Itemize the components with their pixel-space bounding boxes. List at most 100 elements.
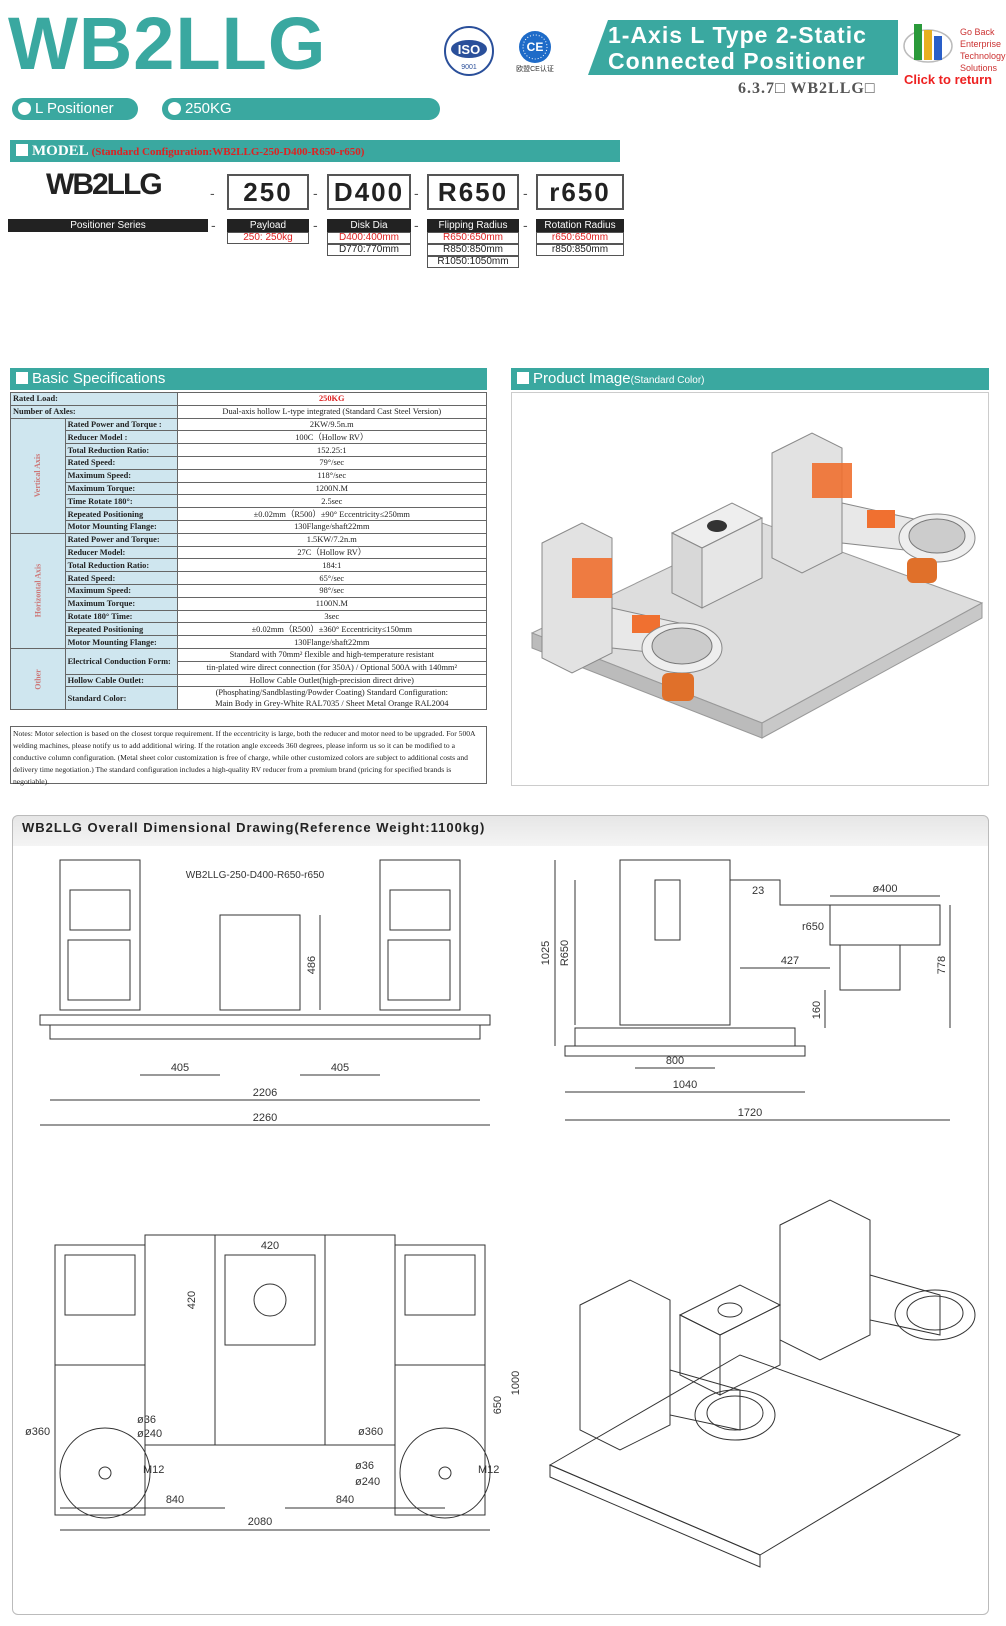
svg-text:CE: CE [527,40,544,54]
table-row: Number of Axles: Dual-axis hollow L-type… [10,404,488,419]
square-icon [517,372,529,384]
table-row: Maximum Torque:1100N.M [11,596,488,611]
product-subcode: 6.3.7□ WB2LLG□ [738,80,876,97]
svg-text:欧盟CE认证: 欧盟CE认证 [516,64,554,73]
table-row: Repeated Positioning±0.02mm（R500）±360° E… [11,622,488,637]
specs-section-header: Basic Specifications [10,368,487,390]
option-item: D400:400mm [327,232,411,244]
option-item: r650:650mm [536,232,624,244]
bullet-icon [168,102,181,115]
table-row: Total Reduction Ratio:184:1 [11,558,488,573]
table-row: Motor Mounting Flange:130Flange/shaft22m… [11,519,488,534]
svg-text:1720: 1720 [738,1107,762,1119]
square-icon [16,144,28,156]
table-row: Reducer Model :100C（Hollow RV） [11,430,488,445]
side-view-drawing: ø400 23 r650 1025 R650 427 778 160 800 1… [540,859,951,1121]
svg-text:23: 23 [752,885,764,897]
code-disk-dia: D400 [327,174,411,210]
svg-text:r650: r650 [802,921,824,933]
table-row: Reducer Model:27C（Hollow RV） [11,545,488,560]
svg-text:778: 778 [936,956,948,974]
model-name: WB2LLG [46,168,163,201]
page-title: WB2LLG [8,2,327,85]
table-row: Rotate 180° Time:3sec [11,609,488,624]
table-row: Rated Speed:65°/sec [11,571,488,585]
positioner-render-icon [530,432,984,739]
svg-text:405: 405 [331,1062,349,1074]
bullet-icon [18,102,31,115]
pill-payload: 250KG [162,98,440,120]
svg-text:2260: 2260 [253,1112,277,1124]
svg-text:840: 840 [336,1494,354,1506]
svg-text:427: 427 [781,955,799,967]
go-back-link[interactable]: Go Back Enterprise Technology Solutions … [900,12,1006,92]
standard-config: (Standard Configuration:WB2LLG-250-D400-… [91,146,365,158]
svg-text:ø360: ø360 [25,1426,50,1438]
table-row: Maximum Speed:98°/sec [11,583,488,598]
table-row: Horizontal Axis Rated Power and Torque:1… [10,532,488,649]
header-rotation-radius: Rotation Radius [536,219,624,232]
model-section-header: MODEL (Standard Configuration:WB2LLG-250… [10,140,620,162]
header-flipping-radius: Flipping Radius [427,219,519,232]
table-row: Hollow Cable Outlet:Hollow Cable Outlet(… [11,673,488,688]
svg-text:160: 160 [811,1001,823,1019]
svg-text:9001: 9001 [461,64,477,71]
svg-text:ø36: ø36 [355,1460,374,1472]
svg-text:650: 650 [492,1396,504,1414]
drawing-model-code: WB2LLG-250-D400-R650-r650 [186,870,325,881]
iso-logo-icon: ISO 9001 [444,26,494,76]
pill-positioner-type: L Positioner [12,98,138,120]
svg-text:420: 420 [261,1240,279,1252]
product-image [511,392,989,786]
svg-text:ø360: ø360 [358,1426,383,1438]
header-disk-dia: Disk Dia [327,219,411,232]
svg-text:ø400: ø400 [872,883,897,895]
code-payload: 250 [227,174,309,210]
series-label: Positioner Series [8,219,208,232]
ce-logo-icon: CE 欧盟CE认证 [516,31,554,73]
drawing-title: WB2LLG Overall Dimensional Drawing(Refer… [22,820,486,835]
banner-line-2: Connected Positioner [608,48,866,74]
click-to-return[interactable]: Click to return [904,72,993,87]
code-rotation-radius: r650 [536,174,624,210]
option-item: R1050:1050mm [427,256,519,268]
ce-cert-badge: CE 欧盟CE认证 [506,22,564,80]
spec-table: Rated Load: 250KG Number of Axles: Dual-… [10,392,488,711]
code-flipping-radius: R650 [427,174,519,210]
spec-notes: Notes: Motor selection is based on the c… [10,726,487,786]
globe-icon [903,24,953,63]
table-row: Standard Color: (Phosphating/Sandblastin… [11,686,488,711]
option-item: R850:850mm [427,244,519,256]
table-row: Rated Load: 250KG [10,392,488,406]
svg-text:2080: 2080 [248,1516,272,1528]
table-row: Maximum Speed:118°/sec [11,468,488,483]
top-view-drawing: 420 420 1000 650 ø360 ø36 ø240 M12 ø360 … [25,1234,522,1531]
product-image-header: Product Image(Standard Color) [511,368,989,390]
option-item: r850:850mm [536,244,624,256]
svg-text:ISO: ISO [458,42,480,57]
svg-text:1000: 1000 [510,1371,522,1395]
svg-text:ø240: ø240 [355,1476,380,1488]
table-row: Time Rotate 180°:2.5sec [11,494,488,509]
svg-text:M12: M12 [143,1464,164,1476]
table-row: Other Electrical Conduction Form: Standa… [10,647,488,711]
svg-text:R650: R650 [559,940,571,966]
dimensional-drawing-frame [12,815,989,1615]
option-item: D770:770mm [327,244,411,256]
svg-text:840: 840 [166,1494,184,1506]
banner-line-1: 1-Axis L Type 2-Static [608,22,867,48]
svg-text:ø36: ø36 [137,1414,156,1426]
square-icon [16,372,28,384]
product-banner: 1-Axis L Type 2-Static Connected Positio… [588,20,898,75]
svg-text:1040: 1040 [673,1079,697,1091]
svg-text:M12: M12 [478,1464,499,1476]
svg-text:420: 420 [186,1291,198,1309]
svg-text:800: 800 [666,1055,684,1067]
svg-text:1025: 1025 [540,941,552,965]
option-item: R650:650mm [427,232,519,244]
header-payload: Payload [227,219,309,232]
table-row: Vertical Axis Rated Power and Torque :2K… [10,417,488,534]
go-back-text: Go Back Enterprise Technology Solutions [960,27,1006,73]
table-row: Rated Speed:79°/sec [11,455,488,470]
svg-text:2206: 2206 [253,1087,277,1099]
